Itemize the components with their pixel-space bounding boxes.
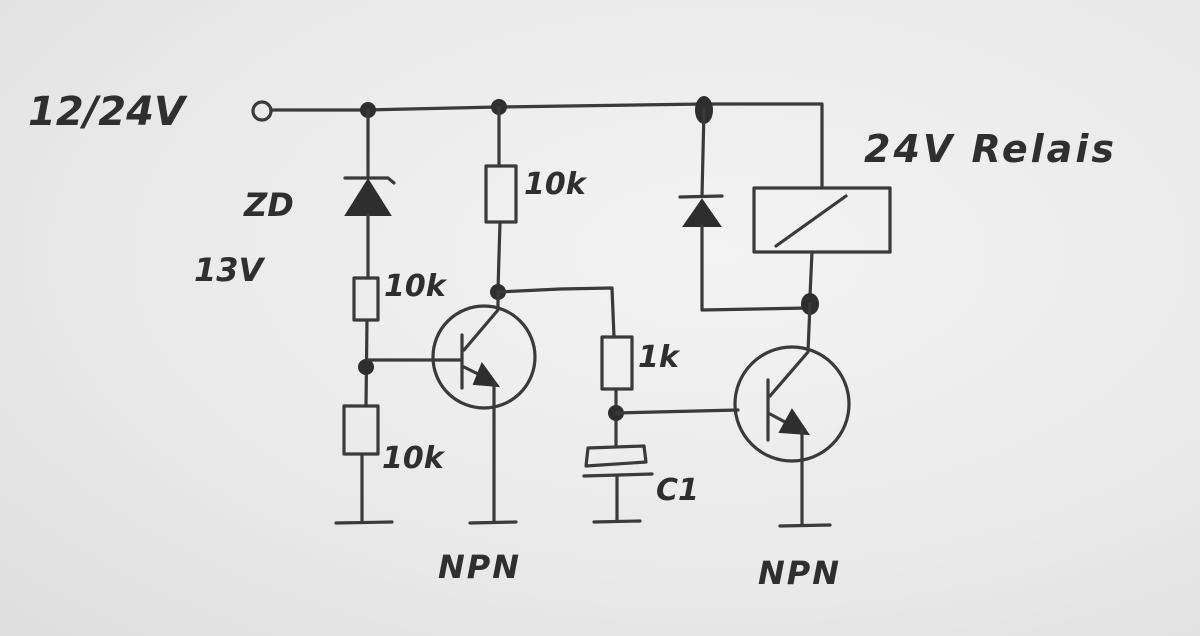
zener-name-label: ZD xyxy=(243,186,294,224)
zener-voltage-label: 13V xyxy=(194,251,266,289)
supply-label: 12/24V xyxy=(28,89,188,135)
resistor-divider-bottom xyxy=(342,404,380,456)
ground-transistor-left xyxy=(468,520,518,525)
transistor-left-label: NPN xyxy=(438,548,521,586)
wire-relay-to-collector xyxy=(808,250,814,298)
wire-diode-bottom xyxy=(700,224,810,312)
resistor-divider-top-label: 10k xyxy=(384,269,448,304)
wire-collector-to-rb xyxy=(496,286,616,339)
resistor-divider-top xyxy=(352,276,380,322)
wire-rc-bottom xyxy=(496,220,502,292)
transistor-right-symbol xyxy=(733,302,851,526)
resistor-base-label: 1k xyxy=(638,340,681,375)
wire-base-right xyxy=(614,408,740,415)
relay-coil-symbol xyxy=(752,186,892,254)
zener-diode-symbol xyxy=(343,176,396,216)
resistor-collector-label: 10k xyxy=(524,167,588,202)
wire-diode-top xyxy=(700,108,706,198)
transistor-right-label: NPN xyxy=(758,554,841,592)
ground-left xyxy=(334,520,394,525)
resistor-divider-bottom-label: 10k xyxy=(382,441,446,476)
junction-divider-mid xyxy=(358,359,374,375)
supply-terminal xyxy=(251,100,273,122)
supply-rail xyxy=(269,102,824,190)
capacitor-symbol xyxy=(582,444,654,524)
transistor-left-symbol xyxy=(366,290,537,524)
ground-transistor-right xyxy=(778,523,832,528)
capacitor-label: C1 xyxy=(656,473,699,508)
relay-label: 24V Relais xyxy=(864,127,1117,171)
resistor-collector xyxy=(484,164,518,224)
resistor-base xyxy=(600,335,634,391)
freewheel-diode-symbol xyxy=(678,194,724,227)
